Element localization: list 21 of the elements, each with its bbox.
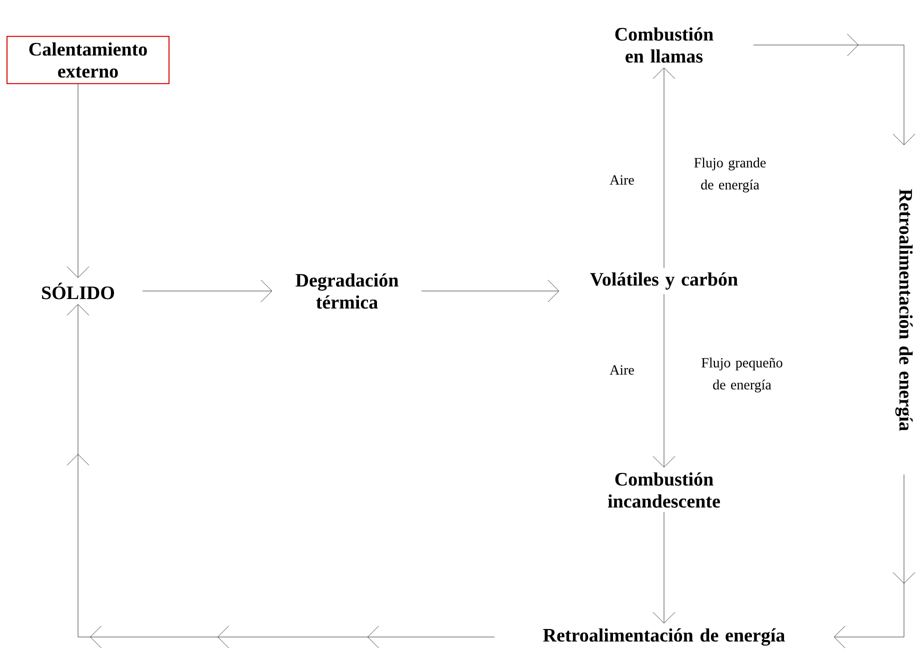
vertical-label: Retroalimentación de energía	[895, 189, 913, 431]
arrow	[652, 294, 676, 468]
arrow	[142, 280, 272, 302]
node-label: Combustión en llamas	[615, 27, 714, 63]
node-label: Volátiles y carbón	[590, 272, 738, 290]
arrow	[66, 84, 90, 278]
node-label: Combustión incandescente	[608, 472, 720, 508]
arrow	[834, 474, 916, 648]
arrow	[652, 512, 676, 624]
bordered-box: Calentamiento externo	[6, 36, 170, 84]
node-label: Degradación térmica	[296, 273, 398, 309]
edge-note: Flujo grande de energía	[694, 158, 766, 192]
edge-note: Aire	[610, 365, 634, 375]
arrow	[652, 68, 676, 268]
node-label: Retroalimentación de energía	[543, 628, 785, 646]
arrow	[753, 34, 916, 146]
node-label: SÓLIDO	[42, 282, 114, 300]
arrow	[66, 304, 495, 648]
arrow	[421, 280, 560, 302]
edge-note: Aire	[610, 175, 634, 185]
edge-note: Flujo pequeño de energía	[702, 358, 782, 392]
